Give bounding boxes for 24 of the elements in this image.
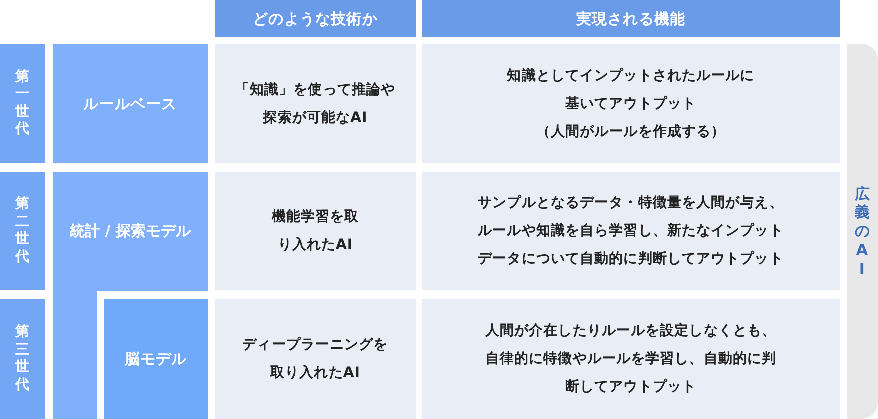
cell-text: ディープラーニングを取り入れたAI — [242, 336, 390, 383]
cell-text: 人間が介在したりルールを設定しなくとも、自律的に特徴やルールを学習し、自動的に判断してアウトプット — [484, 322, 778, 397]
cell-text: 知識としてインプットされたルールに基いてアウトプット — [506, 66, 756, 114]
cell-text: 実現される機能 — [576, 8, 686, 30]
model-type-band — [53, 172, 208, 419]
cell-text: ルールベース — [84, 94, 178, 114]
model-type-box — [53, 44, 208, 163]
model-type-label: 統計 / 探索モデル — [70, 222, 191, 241]
cell-text: 「知識」を使って推論や探索が可能なAI — [234, 80, 397, 128]
cell-text: 広義のAI — [855, 184, 870, 278]
generation-label — [0, 299, 45, 419]
model-type-box — [104, 299, 208, 419]
cell-text: 機能学習を取り入れたAI — [270, 208, 360, 255]
cell-note: （人間がルールを作成する） — [536, 122, 726, 142]
column-header — [422, 0, 840, 37]
cell-text: サンプルとなるデータ・特徴量を人間が与え、ルールや知識を自ら学習し、新たなインプットデータについて自動的に判断してアウトプット — [478, 194, 784, 269]
cell-text: 第三世代 — [16, 324, 30, 394]
column-header — [215, 0, 416, 37]
generation-label — [0, 44, 45, 163]
cell-text: 脳モデル — [124, 349, 188, 370]
cell-text: 第一世代 — [16, 68, 30, 138]
cell-text: 第二世代 — [16, 196, 30, 266]
generation-label — [0, 172, 45, 290]
cell-text: どのような技術か — [253, 8, 378, 30]
